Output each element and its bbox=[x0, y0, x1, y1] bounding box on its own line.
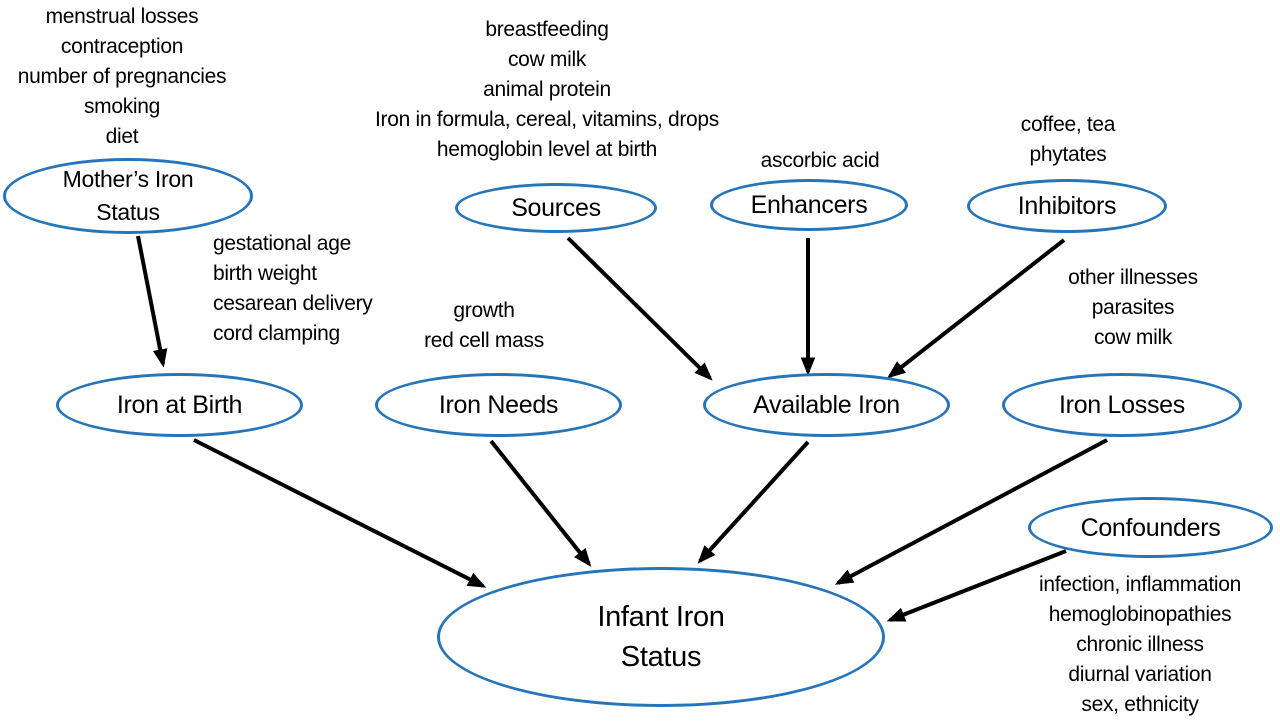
node-inhibitors-label: Inhibitors bbox=[1017, 192, 1117, 220]
node-iron-needs: Iron Needs bbox=[375, 373, 622, 437]
node-iron-at-birth-label: Iron at Birth bbox=[116, 391, 243, 419]
node-iron-losses: Iron Losses bbox=[1002, 373, 1242, 437]
annotation-iron-at-birth-factors: gestational age birth weight cesarean de… bbox=[213, 232, 373, 345]
node-enhancers-label: Enhancers bbox=[750, 191, 868, 219]
node-confounders-label: Confounders bbox=[1080, 513, 1221, 542]
annotation-enhancers-factors: ascorbic acid bbox=[760, 149, 880, 172]
arrow-confounders-to-infant-iron-status bbox=[886, 549, 1067, 622]
arrow-iron-losses-to-infant-iron-status bbox=[834, 438, 1108, 585]
annotation-iron-needs-factors: growth red cell mass bbox=[424, 299, 544, 352]
node-infant-iron-status-label: Infant Iron Status bbox=[597, 601, 725, 673]
node-available-iron-label: Available Iron bbox=[753, 391, 900, 419]
node-inhibitors: Inhibitors bbox=[967, 179, 1167, 233]
arrow-iron-needs-to-infant-iron-status bbox=[489, 439, 592, 567]
arrow-inhibitors-to-available-iron bbox=[887, 238, 1066, 379]
node-confounders: Confounders bbox=[1028, 497, 1273, 558]
node-mothers-iron-status-label: Mother’s Iron Status bbox=[62, 166, 194, 225]
arrow-sources-to-available-iron bbox=[566, 236, 713, 381]
annotation-confounders-factors: infection, inflammation hemoglobinopathi… bbox=[1038, 573, 1242, 716]
node-enhancers: Enhancers bbox=[710, 179, 908, 231]
node-sources-label: Sources bbox=[511, 194, 601, 222]
annotation-inhibitors-factors: coffee, tea phytates bbox=[1020, 113, 1116, 166]
annotation-iron-losses-factors: other illnesses parasites cow milk bbox=[1068, 266, 1198, 349]
node-available-iron: Available Iron bbox=[703, 373, 950, 437]
node-infant-iron-status: Infant Iron Status bbox=[437, 567, 885, 707]
annotation-sources-factors: breastfeeding cow milk animal protein Ir… bbox=[375, 18, 719, 161]
arrow-iron-at-birth-to-infant-iron-status bbox=[193, 438, 487, 588]
arrow-mothers-iron-status-to-iron-at-birth bbox=[136, 235, 168, 368]
node-iron-losses-label: Iron Losses bbox=[1059, 391, 1185, 419]
node-iron-at-birth: Iron at Birth bbox=[56, 373, 303, 437]
annotation-mothers-factors: menstrual losses contraception number of… bbox=[17, 5, 227, 148]
arrow-available-iron-to-infant-iron-status bbox=[697, 440, 810, 564]
node-mothers-iron-status: Mother’s Iron Status bbox=[3, 158, 253, 234]
node-sources: Sources bbox=[455, 183, 657, 233]
node-iron-needs-label: Iron Needs bbox=[438, 391, 559, 419]
